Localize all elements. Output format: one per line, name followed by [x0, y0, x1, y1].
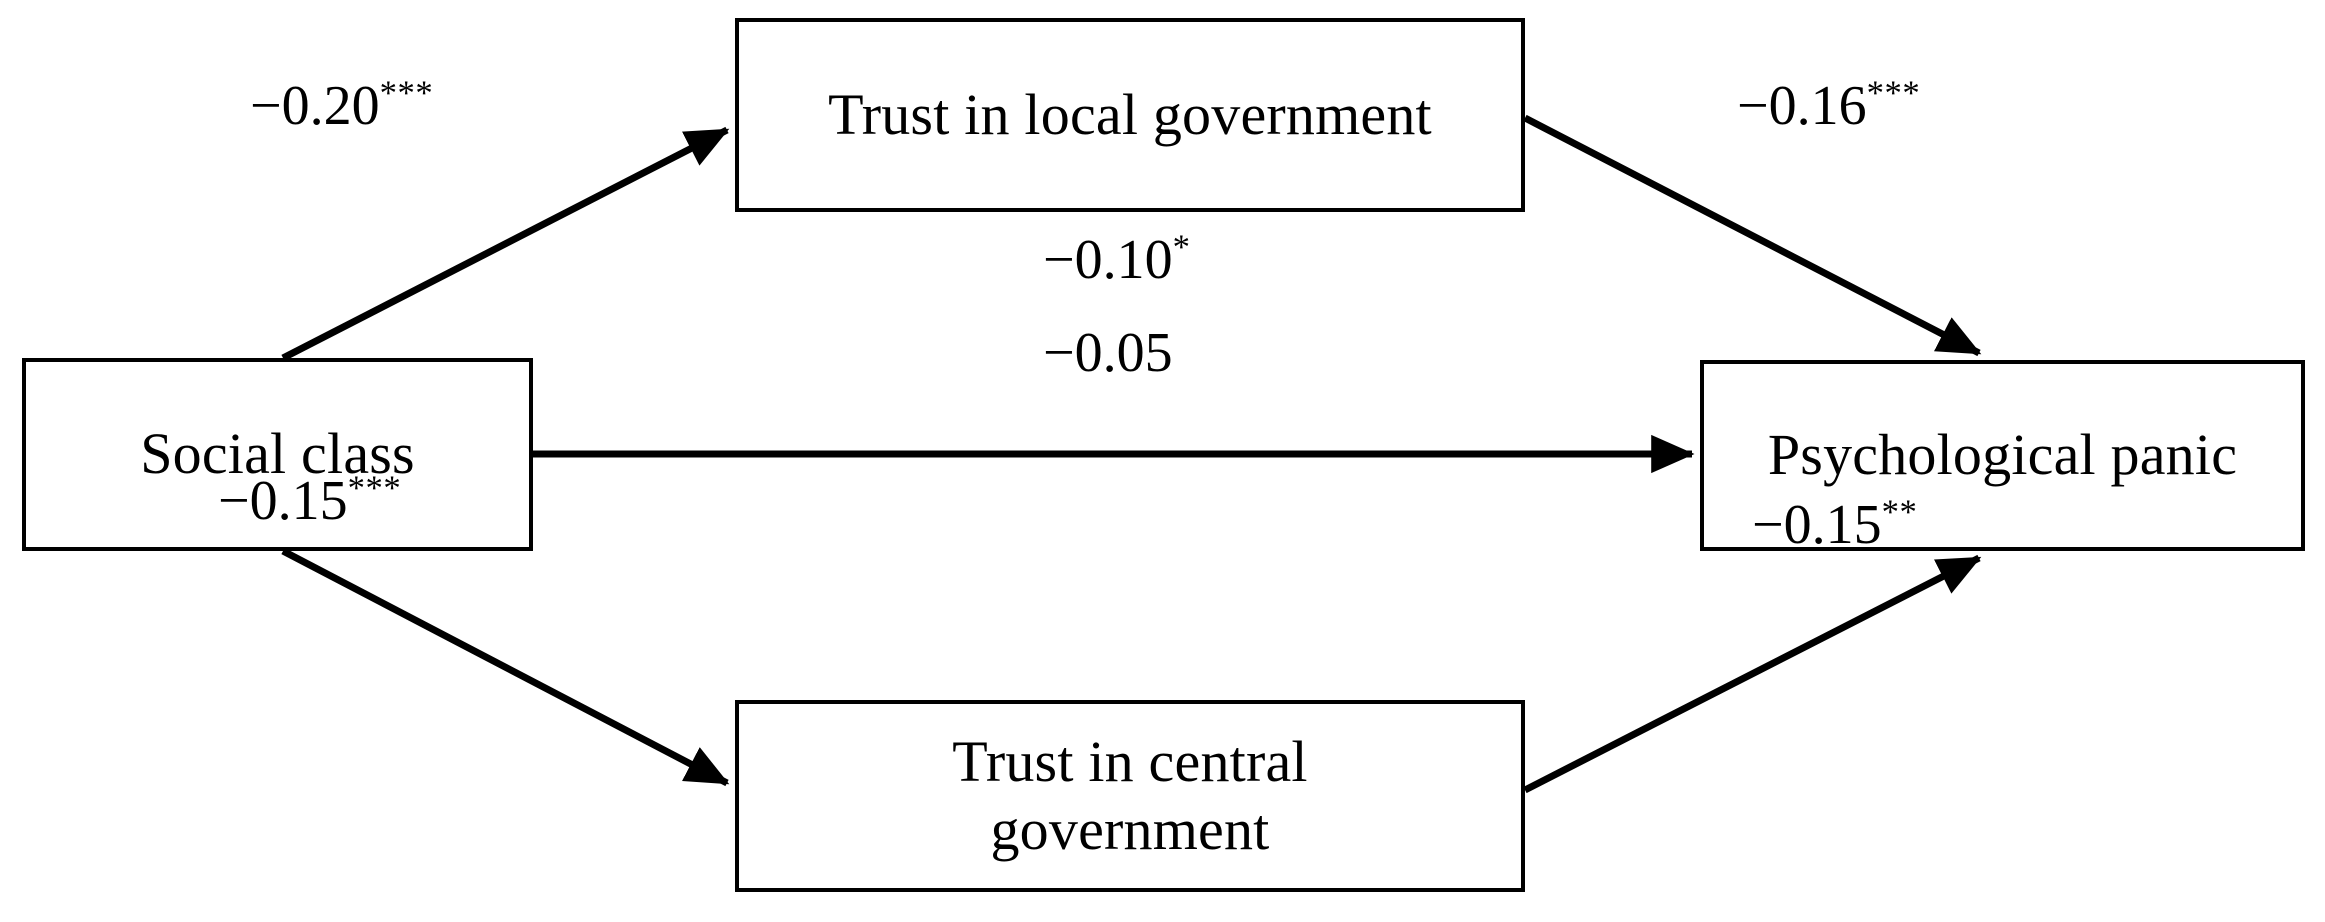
significance-stars: *: [1172, 227, 1191, 267]
coefficient-value: −0.05: [1043, 322, 1173, 384]
edge-label-trust-central-to-psych-panic: −0.15**: [1752, 494, 1917, 556]
coefficient-value: −0.10: [1043, 229, 1173, 291]
node-psychological-panic[interactable]: Psychological panic: [1700, 360, 2305, 551]
node-trust-in-central-government[interactable]: Trust in central government: [735, 700, 1525, 892]
coefficient-value: −0.16: [1737, 75, 1867, 137]
node-psychological-panic-label: Psychological panic: [1767, 422, 2238, 488]
significance-stars: ***: [347, 468, 402, 508]
edge-label-social-class-to-trust-local: −0.20***: [250, 75, 433, 137]
node-trust-in-central-government-label: Trust in central government: [952, 728, 1308, 862]
node-trust-in-local-government[interactable]: Trust in local government: [735, 18, 1525, 212]
coefficient-value: −0.15: [218, 470, 348, 532]
significance-stars: **: [1881, 492, 1918, 532]
node-trust-in-local-government-label: Trust in local government: [828, 81, 1432, 147]
significance-stars: ***: [379, 73, 434, 113]
edge-social-class-to-trust-central: [281, 547, 730, 787]
edge-trust-local-to-psych-panic: [1523, 114, 1982, 357]
coefficient-value: −0.15: [1752, 494, 1882, 556]
coefficient-value: −0.20: [250, 75, 380, 137]
edge-social-class-to-trust-local: [281, 126, 730, 362]
node-social-class-label: Social class: [140, 421, 415, 487]
edge-label-direct-effect-upper: −0.10*: [1043, 229, 1190, 291]
node-social-class[interactable]: Social class: [22, 358, 533, 551]
edge-label-direct-effect-lower: −0.05: [1043, 325, 1173, 381]
significance-stars: ***: [1866, 73, 1921, 113]
edge-label-trust-local-to-psych-panic: −0.16***: [1737, 75, 1920, 137]
edge-trust-central-to-psych-panic: [1523, 554, 1982, 794]
edge-label-social-class-to-trust-central: −0.15***: [218, 470, 401, 532]
